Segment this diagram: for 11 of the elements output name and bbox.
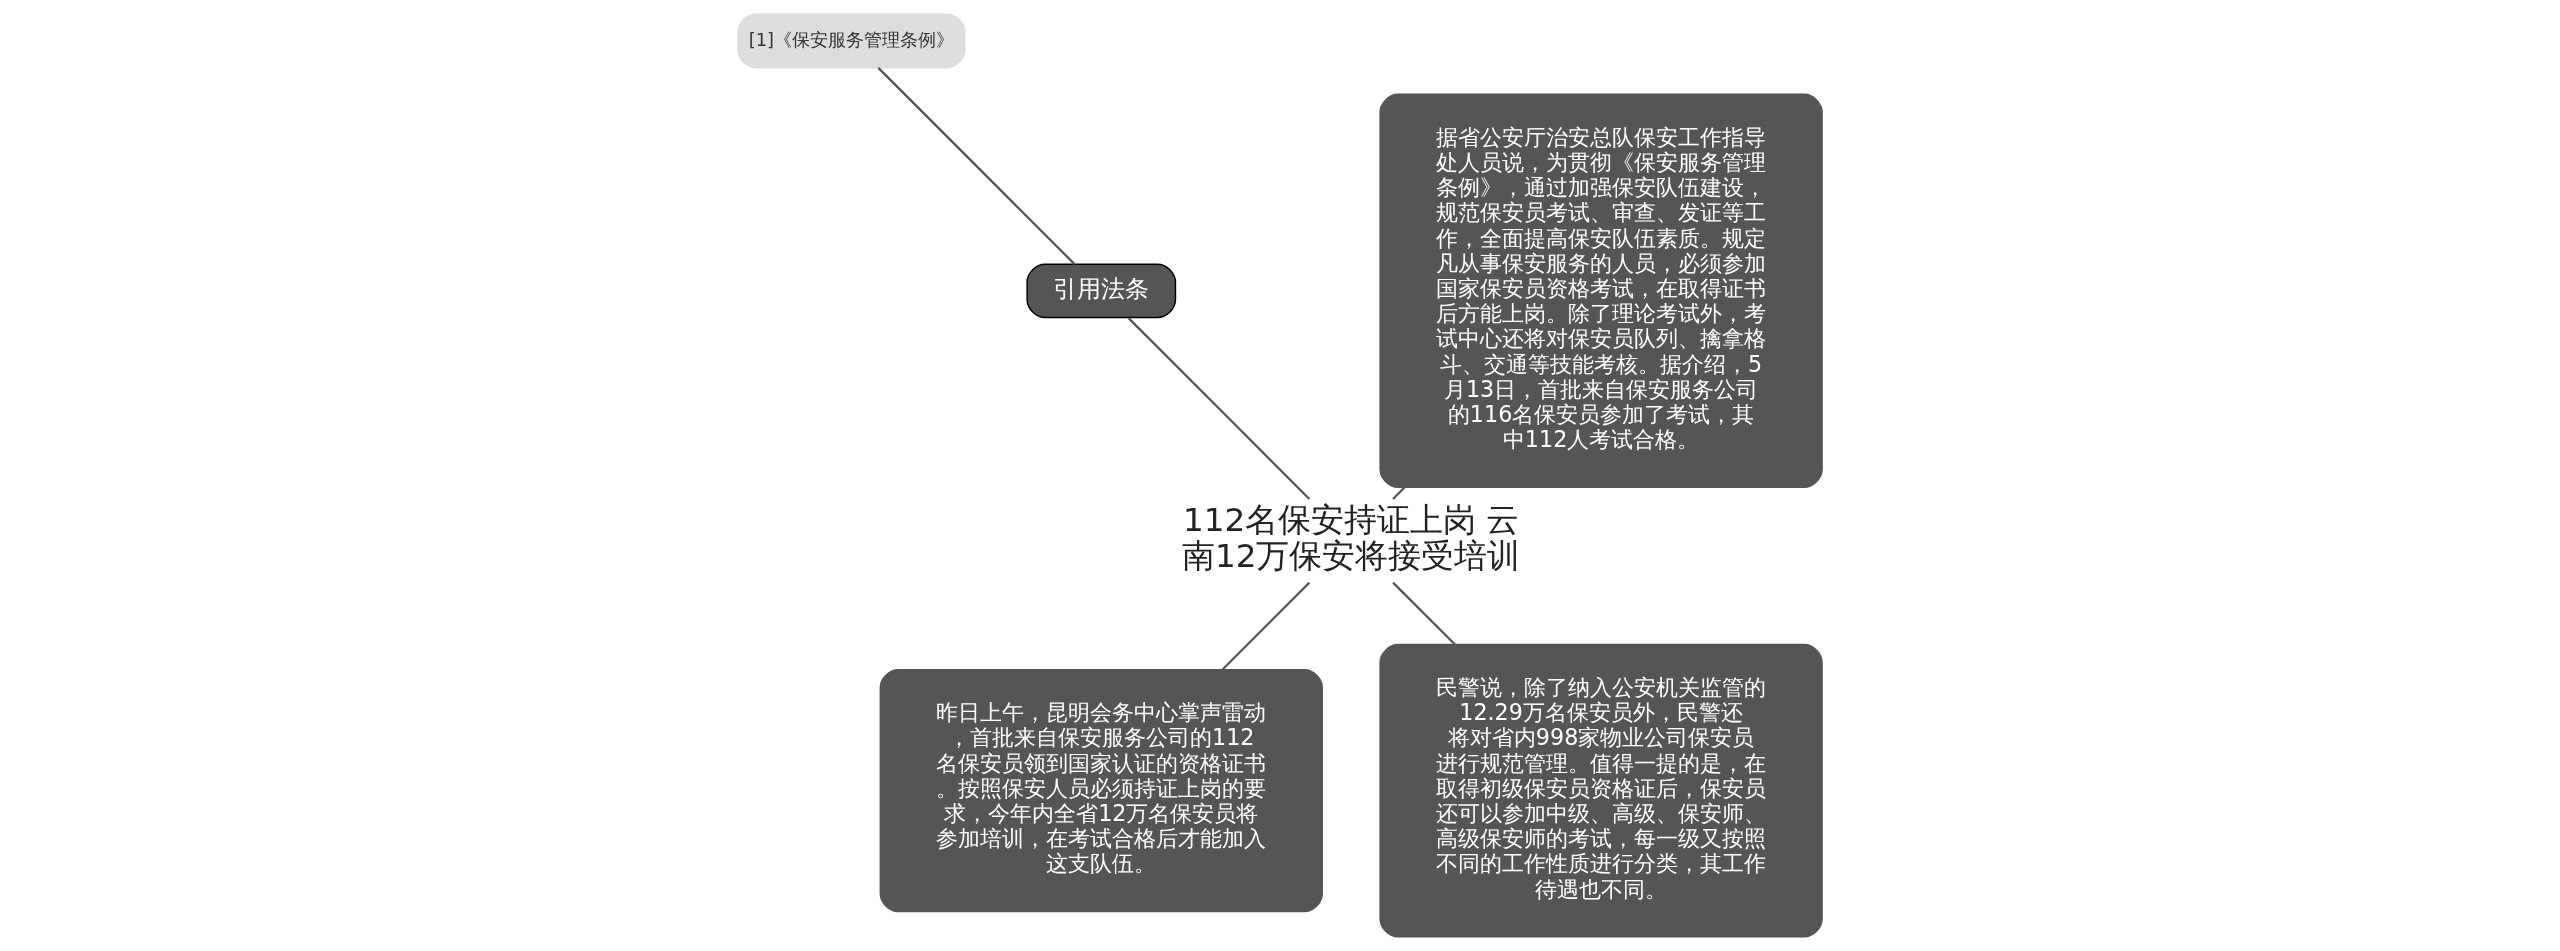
node-box: 民警说，除了纳入公安机关监管的12.29万名保安员外，民警还将对省内998家物业公司保安员进行规范管理。值得一提的是，在取得初级保安员资格证后，保安员还可以参加中级、高级、保安师、高级保安师的考试，每一级又按照不同的工作性质进行分类，其工作待遇也不同。 (1379, 643, 1823, 938)
node-box: 昨日上午，昆明会务中心掌声雷动，首批来自保安服务公司的112名保安员领到国家认证的资格证书。按照保安人员必须持证上岗的要求，今年内全省12万名保安员将参加培训，在考试合格后才能加入这支队伍。 (879, 669, 1323, 913)
connector (877, 67, 1076, 265)
connector (1392, 486, 1406, 500)
node-box: 据省公安厅治安总队保安工作指导处人员说，为贯彻《保安服务管理条例》，通过加强保安队伍建设，规范保安员考试、审查、发证等工作，全面提高保安队伍素质。规定凡从事保安服务的人员，必须参加国家保安员资格考试，在取得证书后方能上岗。除了理论考试外，考试中心还将对保安员队列、擒拿格斗、交通等技能考核。据介绍，5月13日，首批来自保安服务公司的116名保安员参加了考试，其中112人考试合格。 (1379, 93, 1823, 489)
connector (1392, 581, 1456, 646)
node-box: 引用法条 (1026, 263, 1177, 319)
node-box: [1]《保安服务管理条例》 (737, 13, 966, 69)
connector (1127, 317, 1311, 500)
node-text: 112名保安持证上岗 云南12万保安将接受培训 (1181, 501, 1521, 575)
connector (1221, 581, 1311, 671)
